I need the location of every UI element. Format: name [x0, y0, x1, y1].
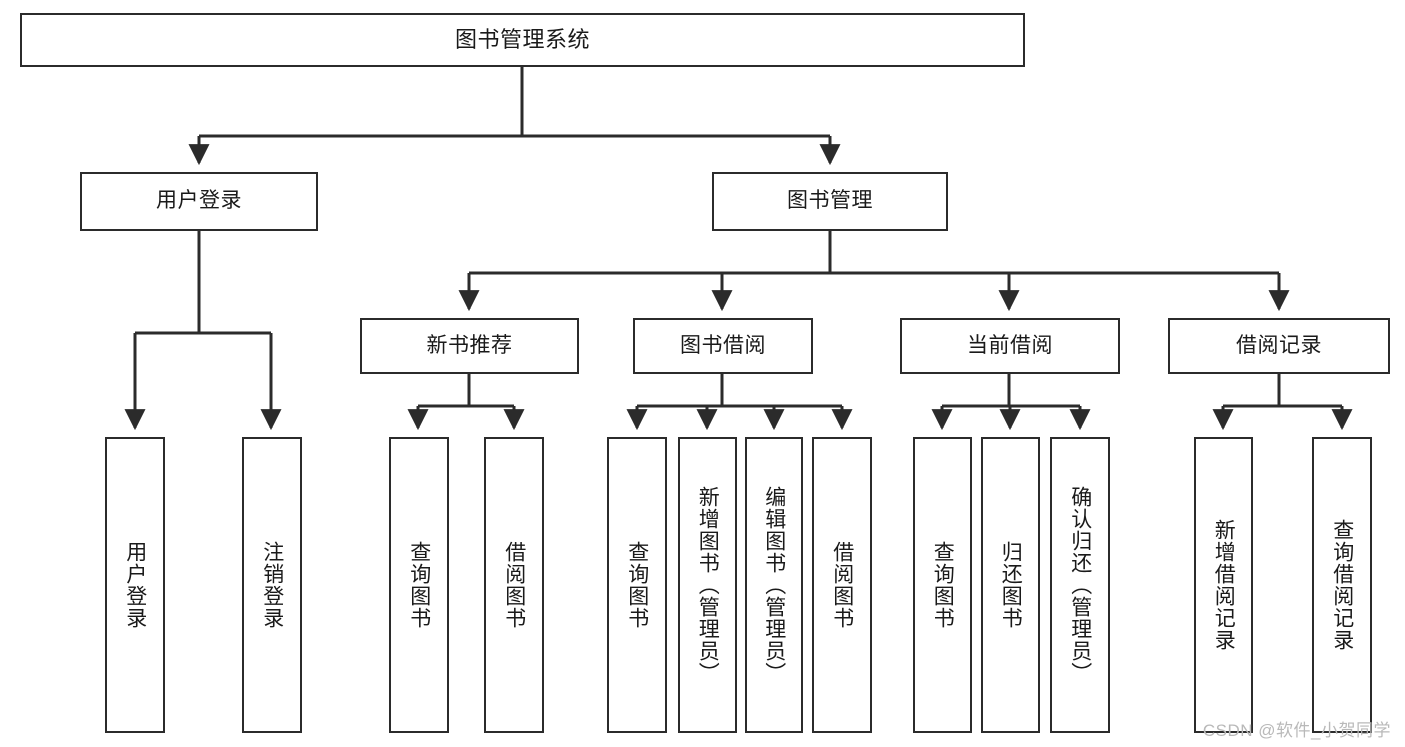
node-label: 编辑图书（管理员） [762, 486, 786, 684]
leaf-book-borrow-borrow[interactable]: 借阅图书 [812, 437, 872, 733]
node-label: 借阅记录 [1236, 333, 1322, 357]
node-label: 新书推荐 [426, 333, 513, 357]
node-book-management[interactable]: 图书管理 [712, 172, 948, 231]
csdn-watermark: CSDN @软件_小贺同学 [1202, 721, 1391, 740]
node-label: 确认归还（管理员） [1068, 486, 1092, 684]
node-label: 图书管理系统 [454, 27, 590, 53]
leaf-new-book-borrow[interactable]: 借阅图书 [484, 437, 544, 733]
node-label: 图书借阅 [680, 333, 766, 357]
leaf-user-login-signout[interactable]: 注销登录 [242, 437, 302, 733]
node-new-book-recommend[interactable]: 新书推荐 [360, 318, 579, 374]
leaf-current-borrow-query[interactable]: 查询图书 [913, 437, 972, 733]
node-label: 归还图书 [999, 541, 1023, 629]
node-label: 用户登录 [123, 541, 147, 629]
node-label: 查询图书 [931, 541, 955, 629]
node-label: 借阅图书 [502, 541, 526, 629]
node-current-borrow[interactable]: 当前借阅 [900, 318, 1120, 374]
leaf-new-book-query[interactable]: 查询图书 [389, 437, 449, 733]
leaf-book-borrow-edit[interactable]: 编辑图书（管理员） [745, 437, 803, 733]
node-label: 图书管理 [787, 189, 873, 213]
node-label: 借阅图书 [830, 541, 854, 629]
leaf-book-borrow-add[interactable]: 新增图书（管理员） [678, 437, 737, 733]
node-label: 查询借阅记录 [1330, 519, 1354, 651]
node-book-borrow[interactable]: 图书借阅 [633, 318, 813, 374]
node-borrow-record[interactable]: 借阅记录 [1168, 318, 1390, 374]
node-label: 查询图书 [407, 541, 431, 629]
node-root-system[interactable]: 图书管理系统 [20, 13, 1025, 67]
leaf-current-borrow-confirm-return[interactable]: 确认归还（管理员） [1050, 437, 1110, 733]
node-label: 用户登录 [156, 189, 242, 213]
node-label: 当前借阅 [967, 333, 1053, 357]
node-user-login[interactable]: 用户登录 [80, 172, 318, 231]
leaf-book-borrow-query[interactable]: 查询图书 [607, 437, 667, 733]
node-label: 查询图书 [625, 541, 649, 629]
node-label: 注销登录 [260, 541, 284, 629]
leaf-borrow-record-query[interactable]: 查询借阅记录 [1312, 437, 1372, 733]
leaf-current-borrow-return[interactable]: 归还图书 [981, 437, 1040, 733]
node-label: 新增借阅记录 [1212, 519, 1236, 651]
leaf-user-login-signin[interactable]: 用户登录 [105, 437, 165, 733]
node-label: 新增图书（管理员） [696, 486, 720, 684]
leaf-borrow-record-add[interactable]: 新增借阅记录 [1194, 437, 1253, 733]
